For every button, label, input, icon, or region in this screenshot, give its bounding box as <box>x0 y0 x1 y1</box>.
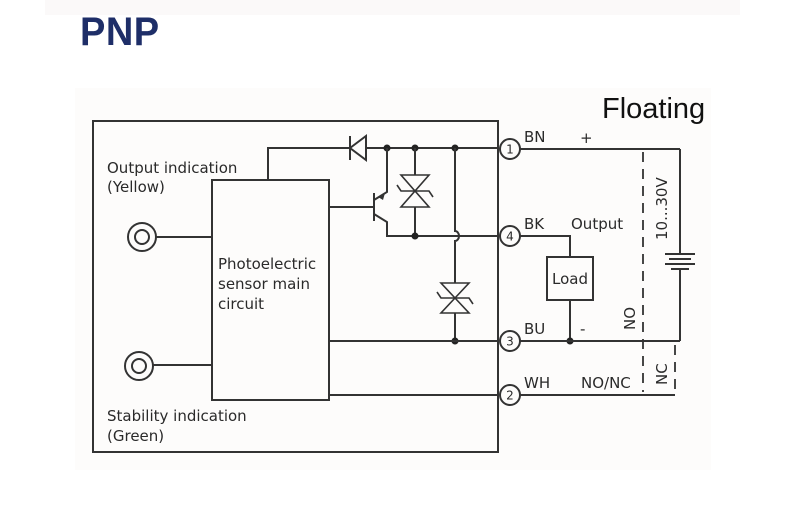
no-nc-label: NO/NC <box>581 374 631 392</box>
floating-label: Floating <box>602 93 705 125</box>
svg-text:2: 2 <box>506 389 514 403</box>
main-circuit-label-line3: circuit <box>218 295 264 313</box>
page-title: PNP <box>80 10 160 54</box>
supply-rail-wire <box>267 147 499 180</box>
svg-text:3: 3 <box>506 335 514 349</box>
stability-indication-color: (Green) <box>107 427 164 445</box>
supply-voltage-label: 10...30V <box>653 177 671 240</box>
main-circuit-box <box>211 179 330 401</box>
pnp-transistor-icon <box>329 148 499 237</box>
load-label: Load <box>552 270 588 288</box>
output-indication-label: Output indication <box>107 159 237 177</box>
main-circuit-label-line2: sensor main <box>218 275 310 293</box>
stability-led-icon <box>124 351 212 381</box>
wire-label-bn: BN <box>524 128 546 146</box>
terminal-2: 2 <box>499 384 521 406</box>
main-circuit-label-line1: Photoelectric <box>218 255 316 273</box>
output-indication-color: (Yellow) <box>107 178 165 196</box>
output-led-icon <box>127 222 212 252</box>
battery-icon <box>665 149 695 341</box>
wire-label-bu: BU <box>524 320 545 338</box>
svg-text:4: 4 <box>506 230 514 244</box>
terminal-3: 3 <box>499 330 521 352</box>
output-label: Output <box>571 215 623 233</box>
junction-dot <box>411 232 419 240</box>
wire-label-wh: WH <box>524 374 550 392</box>
stability-indication-label: Stability indication <box>107 407 247 425</box>
wire-label-bk: BK <box>524 215 545 233</box>
bk-external-wire <box>520 235 571 257</box>
minus-label: - <box>580 320 585 338</box>
sensor-housing <box>92 120 499 453</box>
svg-text:1: 1 <box>506 143 514 157</box>
tvs-diode-icon <box>396 148 434 236</box>
terminal-1: 1 <box>499 138 521 160</box>
clamp-wire <box>454 148 460 283</box>
nc-label: NC <box>653 363 671 385</box>
tvs-diode-icon <box>436 282 474 341</box>
terminal-4: 4 <box>499 225 521 247</box>
plus-label: + <box>580 129 593 147</box>
top-band <box>45 0 740 15</box>
diagram-panel <box>75 88 711 470</box>
diode-icon <box>348 134 367 162</box>
no-label: NO <box>621 307 639 330</box>
